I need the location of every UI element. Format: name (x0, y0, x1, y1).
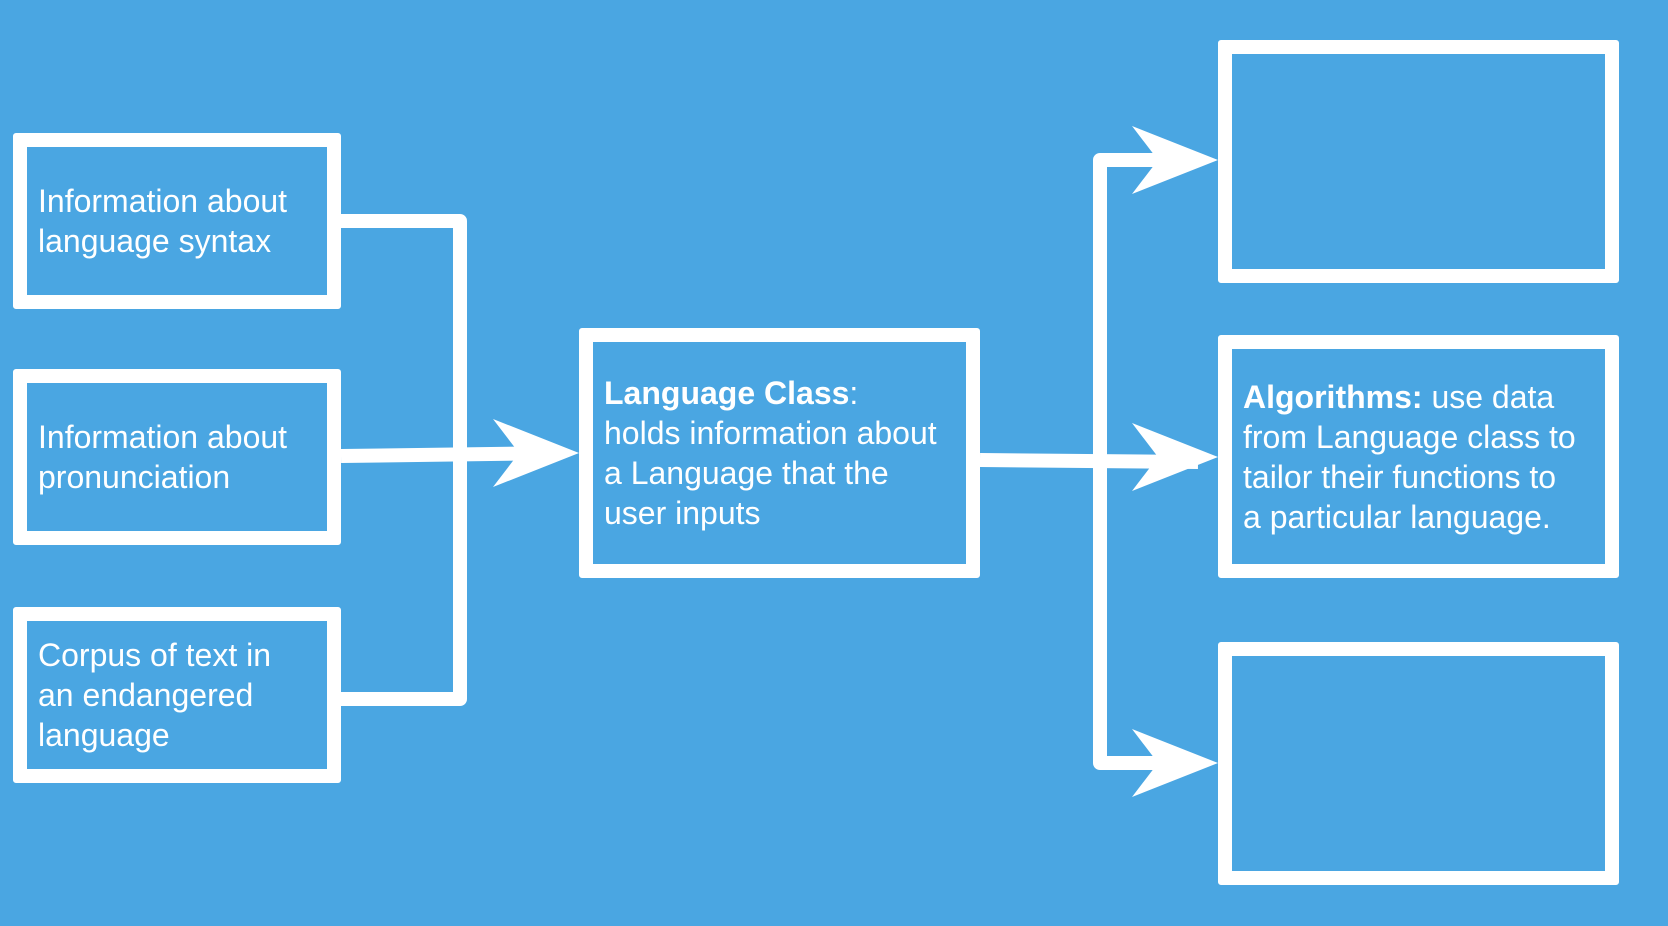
arrow-head-top (1132, 126, 1218, 194)
language-class-title-suffix: : (849, 375, 859, 411)
output-box-empty-top (1218, 40, 1619, 283)
output-box-empty-bottom (1218, 642, 1619, 885)
connector-branch (1093, 153, 1180, 770)
box-text-line: tailor their functions to (1243, 458, 1557, 495)
box-text-line: Corpus of text in (38, 637, 271, 673)
box-title-line: Language Class: (604, 373, 956, 413)
arrow-head-center (493, 419, 579, 487)
box-text-line: Information about (38, 183, 288, 219)
box-text-line: pronunciation (38, 459, 231, 495)
box-text-line: language syntax (38, 223, 272, 259)
arrow-head-bottom (1132, 729, 1218, 797)
algorithms-title: Algorithms: (1243, 378, 1423, 415)
input-box-pronunciation: Information about pronunciation (13, 369, 341, 545)
input-box-syntax: Information about language syntax (13, 133, 341, 309)
language-class-title: Language Class (604, 375, 850, 411)
box-text-line: user inputs (604, 495, 761, 531)
algorithms-box: Algorithms: use data from Language class… (1218, 335, 1619, 578)
box-text-line: Information about (38, 419, 288, 455)
box-text-line: from Language class to (1243, 418, 1576, 455)
arrow-head-middle (1132, 423, 1218, 491)
box-text-line: a particular language. (1243, 498, 1551, 535)
box-text-line: holds information about (604, 415, 937, 451)
box-text-line: a Language that the (604, 455, 889, 491)
language-class-box: Language Class: holds information about … (579, 328, 980, 578)
algorithms-first-line: use data (1422, 378, 1555, 415)
input-box-corpus: Corpus of text in an endangered language (13, 607, 341, 783)
box-title-line: Algorithms: use data (1243, 377, 1595, 417)
box-text-line: an endangered (38, 677, 254, 713)
box-text-line: language (38, 717, 170, 753)
